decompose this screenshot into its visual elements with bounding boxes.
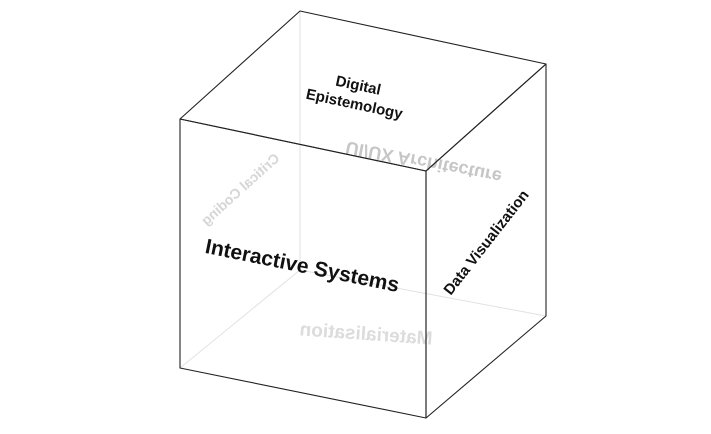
visible-edges — [179, 10, 547, 419]
hidden-edges — [179, 11, 547, 369]
top-face-label-group: Digital Epistemology — [304, 73, 404, 123]
hidden-edge-right — [299, 269, 547, 317]
bottom-face-label: Materialisation — [299, 319, 433, 349]
back-face-label: UI/UX Architecture — [344, 137, 503, 187]
right-face — [425, 63, 547, 419]
right-face-label: Data Visualization — [440, 187, 532, 298]
left-face-label: Critical Coding — [198, 150, 283, 229]
front-face-label: Interactive Systems — [203, 235, 401, 297]
hidden-edge-left — [179, 269, 301, 369]
